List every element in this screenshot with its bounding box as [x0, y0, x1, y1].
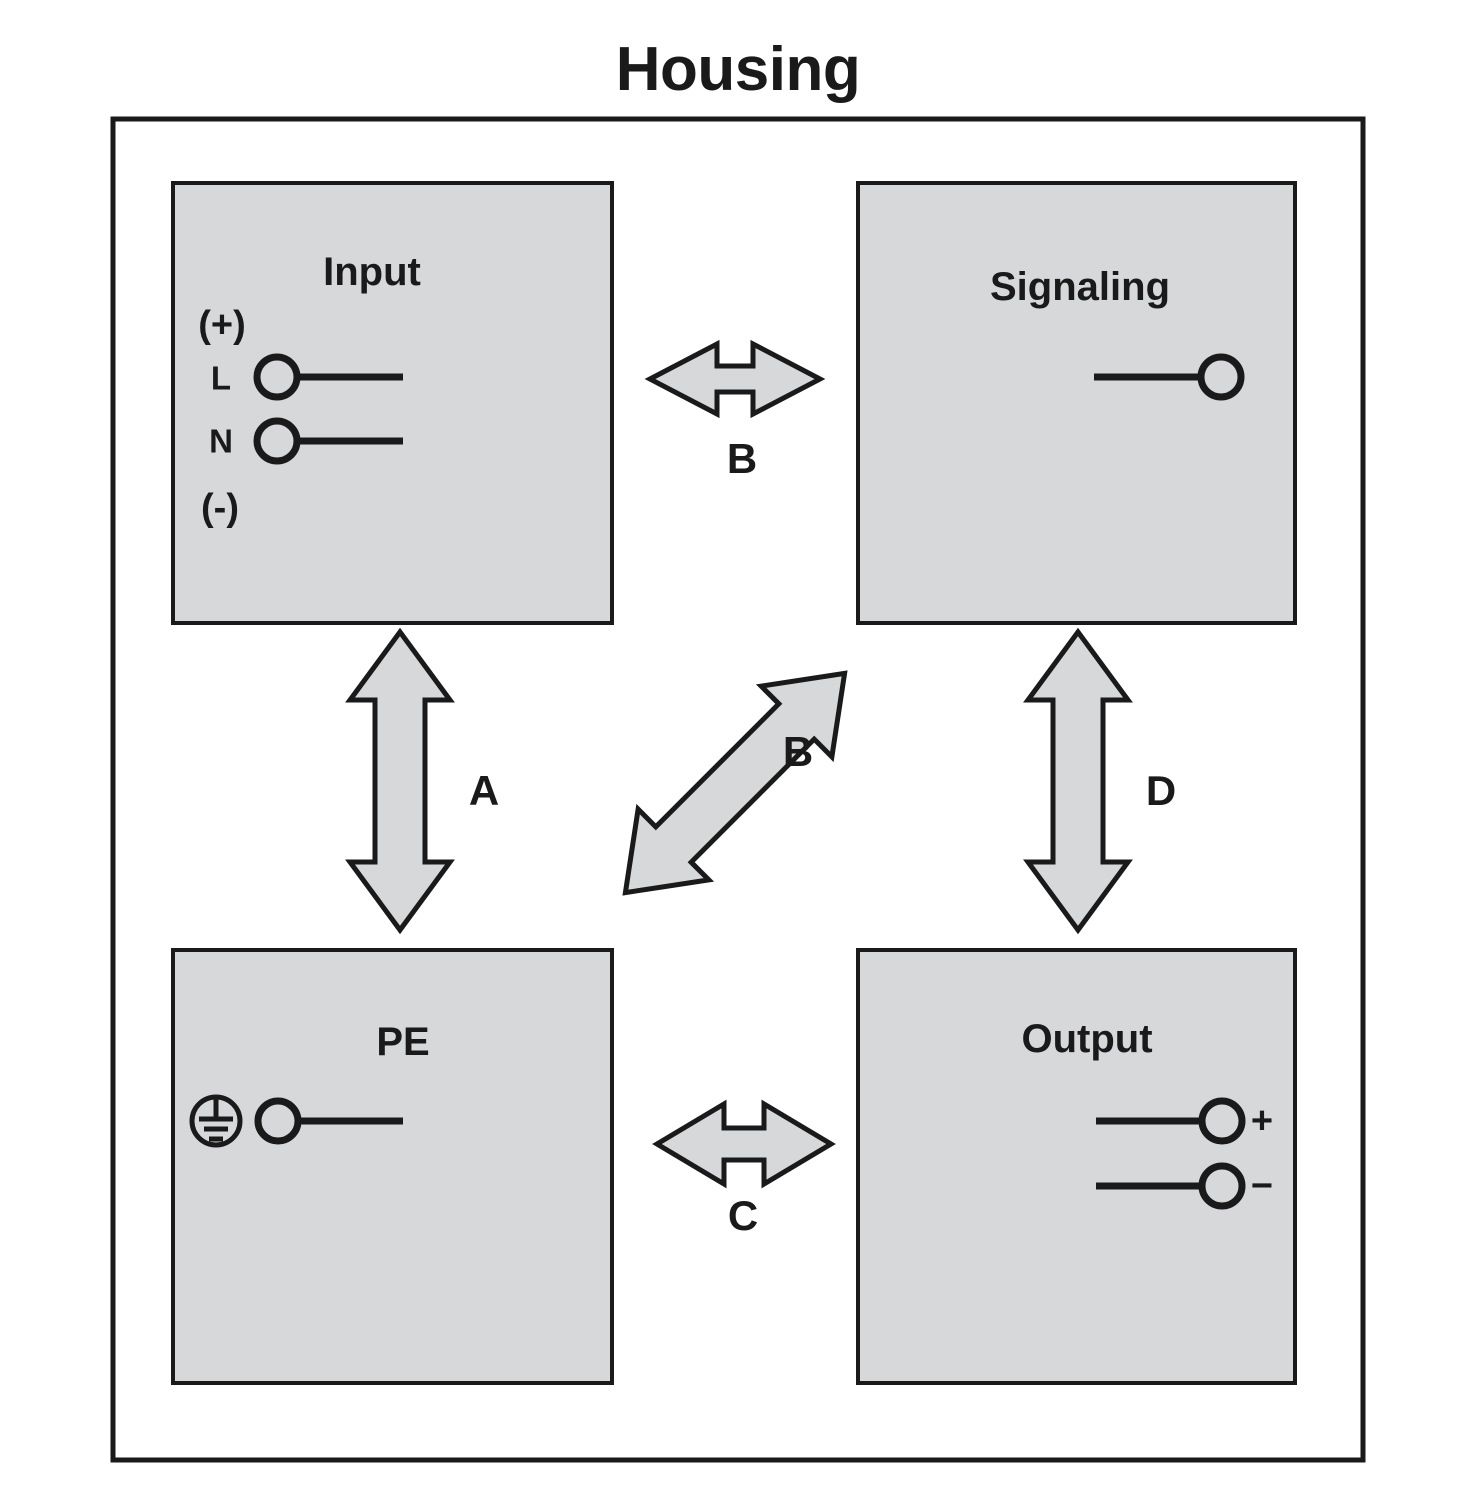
protective-earth-icon [189, 1094, 243, 1148]
block-signaling[interactable] [856, 181, 1297, 625]
terminal-plus[interactable] [1096, 1097, 1246, 1145]
terminal-n[interactable] [253, 417, 403, 465]
terminal-earth[interactable] [254, 1097, 403, 1145]
block-pe[interactable] [171, 948, 614, 1385]
terminal-label-plus: + [1250, 1100, 1274, 1142]
terminal-label-minus: − [1250, 1165, 1274, 1207]
housing-frame [110, 116, 1366, 1463]
block-input[interactable] [171, 181, 614, 625]
arrow-label-b-diagonal: B [782, 728, 814, 775]
terminal-label-n: N [209, 422, 233, 460]
terminal-l[interactable] [253, 353, 403, 401]
arrow-b-diagonal-shape [622, 670, 848, 896]
block-title-pe: PE [376, 1020, 430, 1064]
arrow-label-d: D [1145, 767, 1177, 814]
arrow-label-b-horizontal: B [726, 435, 758, 482]
page-title: Housing [615, 35, 861, 104]
terminal-minus[interactable] [1096, 1162, 1246, 1210]
arrow-label-c: C [727, 1192, 759, 1239]
arrow-c-shape [652, 1099, 836, 1189]
arrow-a-shape [345, 627, 455, 935]
terminal-label-l: L [210, 359, 232, 397]
arrow-d-shape [1023, 627, 1133, 935]
input-polarity-negative: (-) [201, 487, 239, 529]
input-polarity-positive: (+) [198, 304, 246, 346]
arrow-b-horizontal-shape [644, 339, 826, 419]
block-title-input: Input [323, 250, 421, 294]
block-title-signaling: Signaling [990, 265, 1170, 309]
block-title-output: Output [1021, 1017, 1153, 1061]
terminal-signal[interactable] [1094, 353, 1245, 401]
arrow-label-a: A [468, 767, 500, 814]
